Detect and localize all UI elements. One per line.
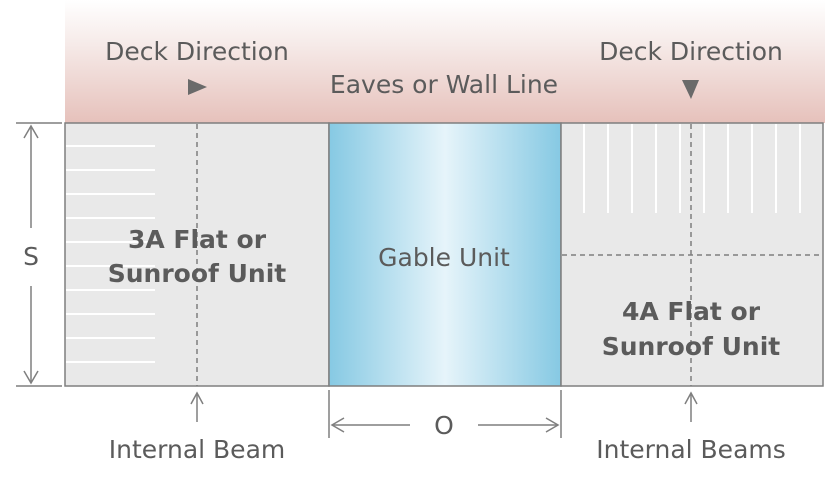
internal-beams-right-label: Internal Beams [596, 435, 786, 464]
internal-beam-left-label: Internal Beam [109, 435, 286, 464]
gable-unit [328, 122, 562, 387]
eaves-band [65, 0, 825, 123]
right-unit-label-line1: 4A Flat or [622, 297, 761, 326]
dimension-s [16, 122, 62, 387]
dimension-o [328, 390, 562, 438]
beam-pointer-arrows [190, 391, 698, 422]
right-deck-lines [583, 124, 801, 213]
deck-direction-right-arrow-icon [188, 79, 207, 95]
right-unit-label-line2: Sunroof Unit [602, 332, 781, 361]
left-unit-label-line2: Sunroof Unit [108, 259, 287, 288]
gable-unit-label: Gable Unit [378, 243, 510, 272]
dimension-s-label: S [23, 242, 39, 271]
left-unit-label-line1: 3A Flat or [128, 225, 267, 254]
deck-direction-left-label: Deck Direction [105, 37, 289, 66]
deck-direction-down-arrow-icon [682, 80, 699, 99]
deck-direction-right-label: Deck Direction [599, 37, 783, 66]
eaves-label: Eaves or Wall Line [330, 70, 558, 99]
left-deck-lines [66, 145, 155, 363]
dimension-o-label: O [434, 411, 454, 440]
